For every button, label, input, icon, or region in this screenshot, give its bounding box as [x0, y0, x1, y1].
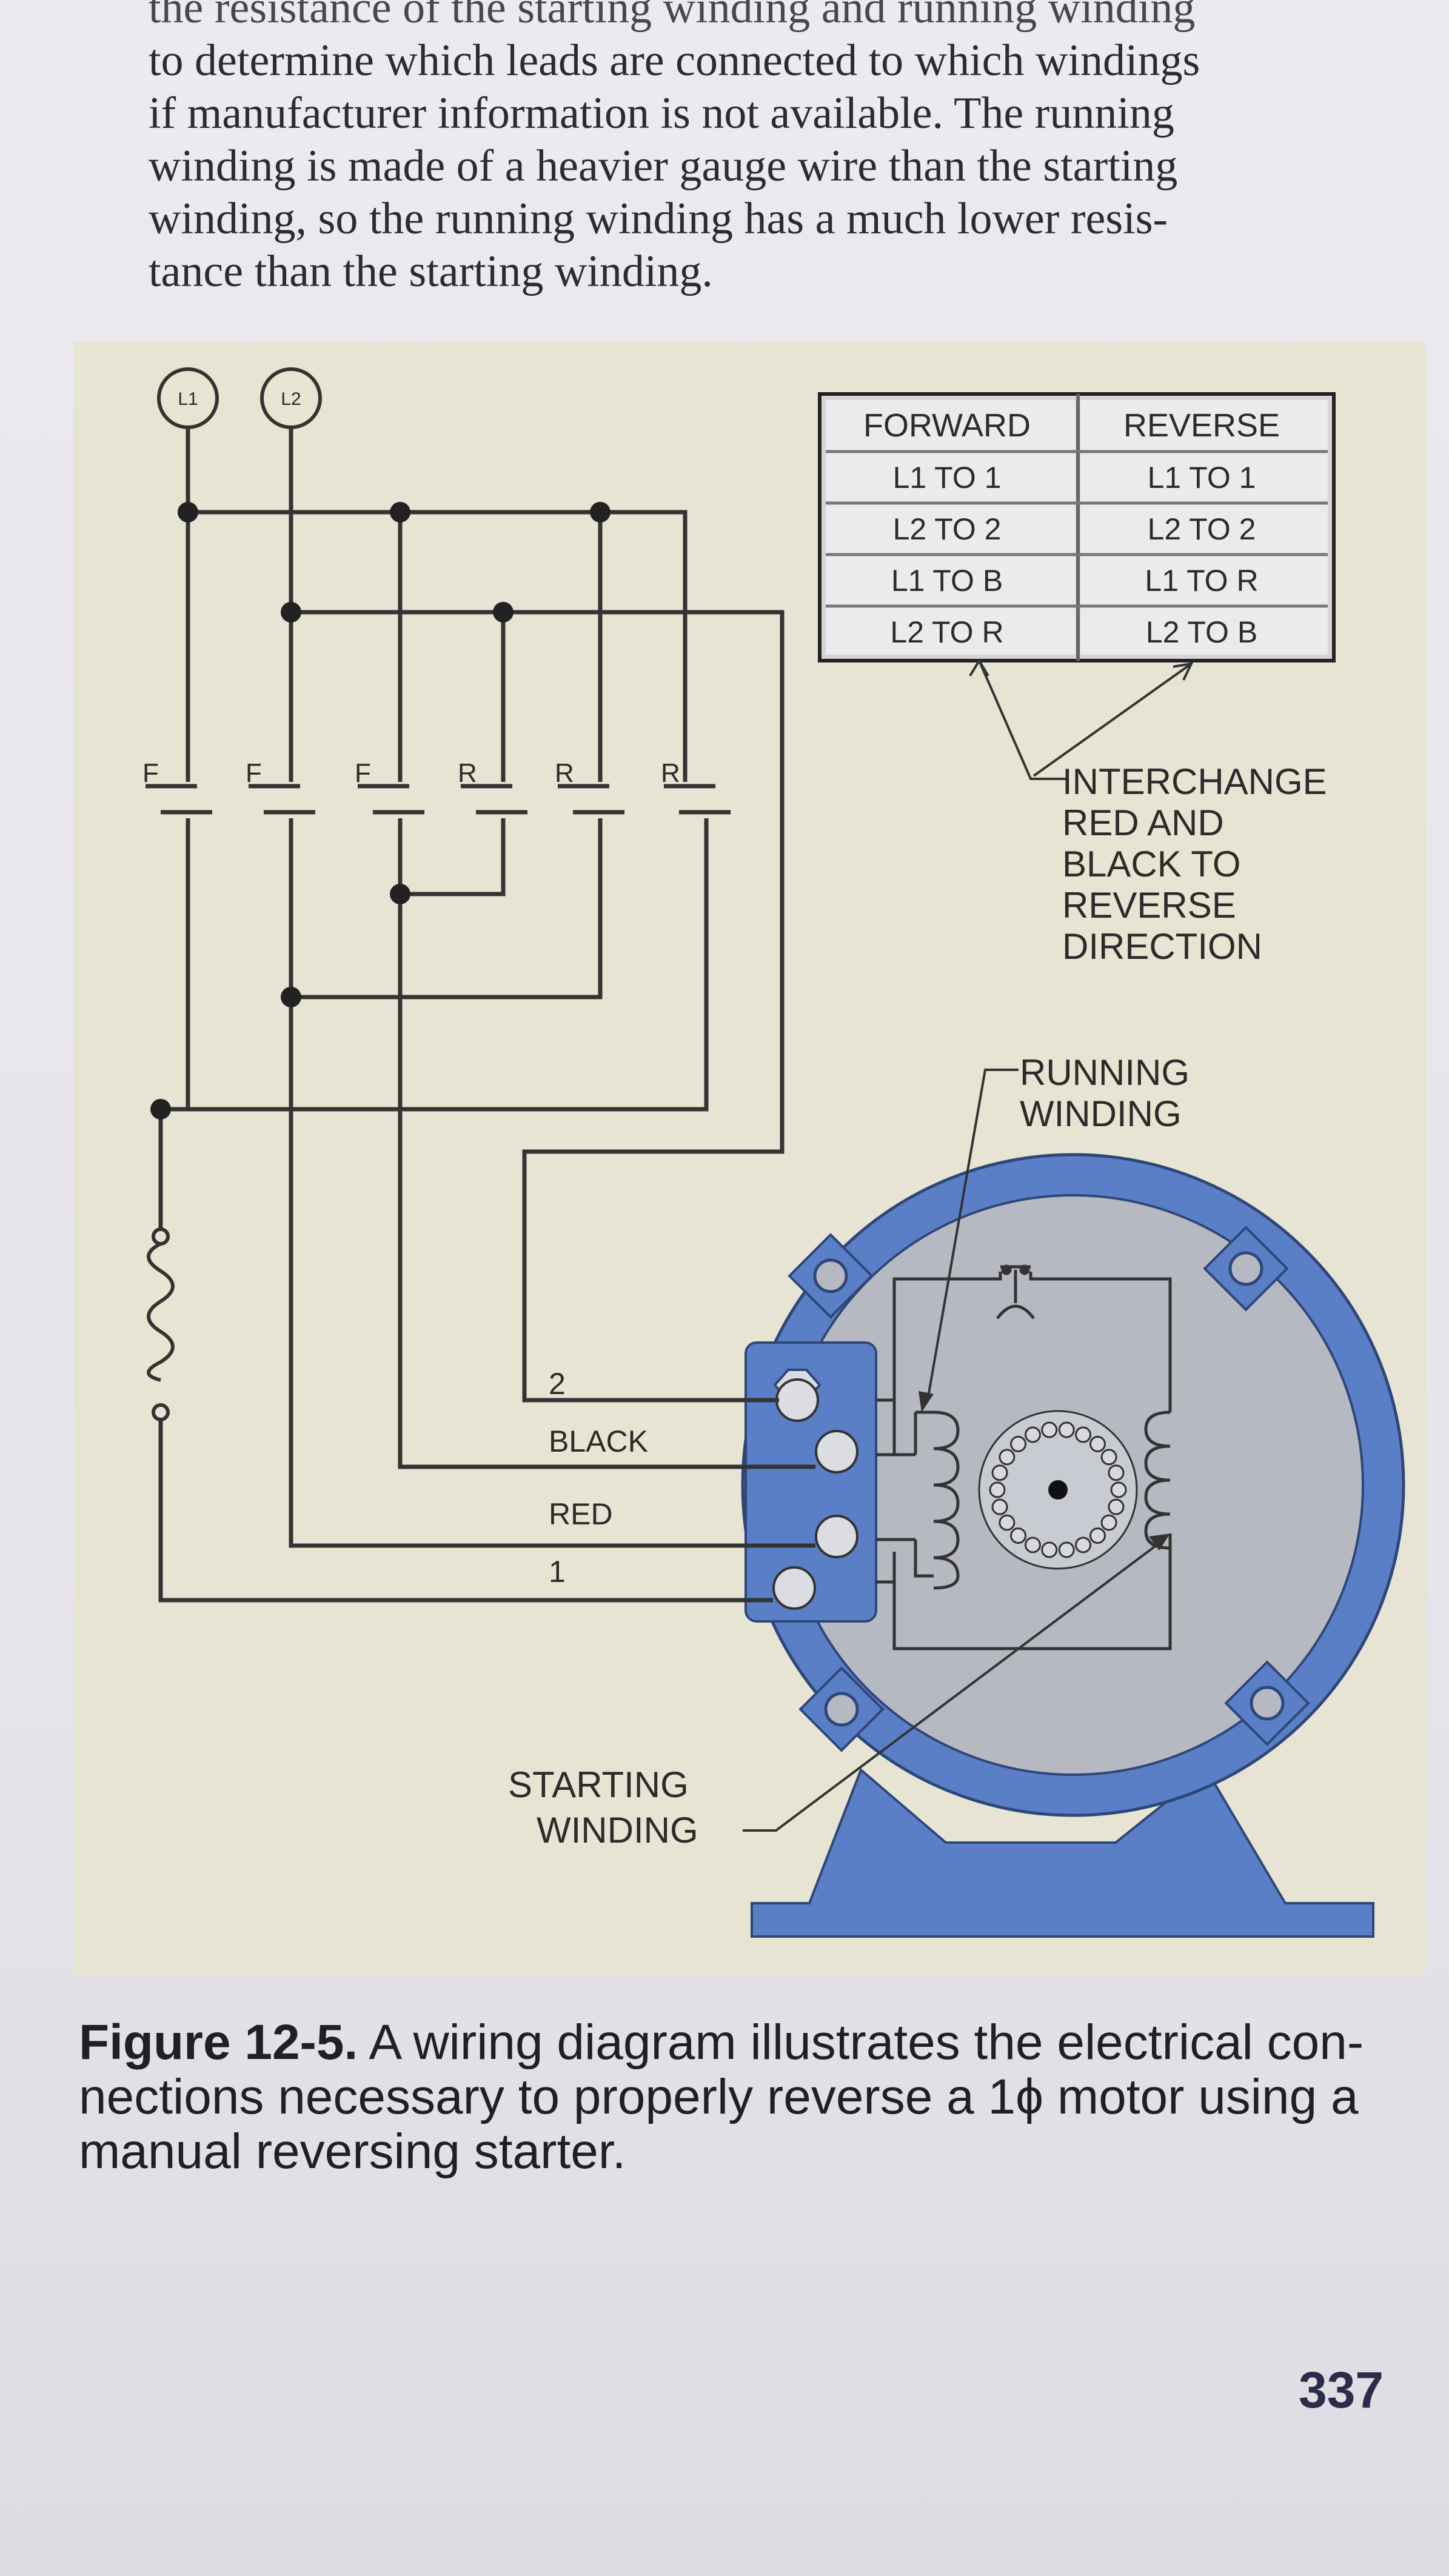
- contact-label: F: [355, 758, 371, 788]
- lead-label-black: BLACK: [549, 1424, 648, 1458]
- contact-label: R: [458, 758, 477, 788]
- table-cell: L1 TO R: [1145, 564, 1258, 598]
- body-text-line: tance than the starting winding.: [149, 247, 713, 296]
- rotor-slot: [1110, 1481, 1127, 1498]
- motor: [741, 1153, 1405, 1938]
- motor-bolts: [788, 1226, 1310, 1752]
- lead-label-red: RED: [549, 1497, 613, 1531]
- contact-label: R: [661, 758, 680, 788]
- contact-r: R: [458, 758, 527, 815]
- rotor-slot: [991, 1464, 1008, 1481]
- interchange-note-line: DIRECTION: [1062, 926, 1262, 967]
- rotor-slot: [1041, 1541, 1058, 1558]
- interchange-note-line: RED AND: [1062, 802, 1224, 843]
- caption-line: nections necessary to properly reverse a…: [79, 2069, 1359, 2124]
- interchange-note-line: BLACK TO: [1062, 844, 1241, 884]
- rotor-slot: [1108, 1464, 1125, 1481]
- contact-f: F: [355, 758, 424, 815]
- interchange-note-line: REVERSE: [1062, 885, 1236, 926]
- overload-switch: [147, 1227, 175, 1421]
- terminal-screws: [772, 1369, 858, 1610]
- running-winding-callout: RUNNING WINDING: [919, 1052, 1190, 1412]
- body-text-line: winding is made of a heavier gauge wire …: [149, 141, 1178, 191]
- wiring-diagram: F F F R R R L1 L2 2 BLACK RED 1 FORWARD REVERS…: [142, 367, 1405, 1938]
- lead-label-2: 2: [549, 1367, 566, 1401]
- rotor-slot: [1058, 1541, 1075, 1558]
- running-winding-label-line: WINDING: [1020, 1093, 1182, 1134]
- motor-internal-wiring: [876, 1272, 1172, 1650]
- rotor-slot: [1010, 1435, 1027, 1452]
- rotor-slot: [1075, 1426, 1092, 1443]
- caption-text: A wiring diagram illustrates the electri…: [358, 2015, 1364, 2070]
- page-number: 337: [1299, 2361, 1384, 2418]
- contact-r: R: [555, 758, 624, 815]
- rotor-slot: [1041, 1421, 1058, 1438]
- table-cell: L2 TO B: [1146, 615, 1257, 649]
- caption-line: manual reversing starter.: [79, 2124, 626, 2179]
- rotor-slot: [1108, 1498, 1125, 1515]
- body-text-line: if manufacturer information is not avail…: [149, 88, 1174, 138]
- rotor-slot: [999, 1514, 1016, 1531]
- rotor-slot: [1024, 1426, 1041, 1443]
- control-wiring: [158, 427, 815, 1603]
- contact-f: F: [142, 758, 212, 815]
- rotor-dots: [989, 1421, 1127, 1558]
- body-text-line: to determine which leads are connected t…: [149, 36, 1200, 85]
- contact-r: R: [661, 758, 731, 815]
- contact-label: F: [246, 758, 262, 788]
- table-cell: L2 TO 2: [893, 512, 1002, 546]
- rotor-slot: [1058, 1421, 1075, 1438]
- centrifugal-switch: [996, 1264, 1035, 1320]
- figure-label: Figure 12-5.: [79, 2015, 358, 2070]
- rotor-slot: [1089, 1435, 1106, 1452]
- running-winding-coil: [933, 1410, 960, 1590]
- lead-label-1: 1: [549, 1555, 566, 1589]
- junction-dots: [150, 502, 611, 1119]
- rotor-slot: [1100, 1449, 1117, 1466]
- table-cell: L1 TO B: [891, 564, 1003, 598]
- body-text: the resistance of the starting winding a…: [149, 0, 1373, 298]
- rotor-slot: [1024, 1537, 1041, 1553]
- contact-label: F: [142, 758, 159, 788]
- starting-winding-callout: STARTING WINDING: [508, 1533, 1170, 1850]
- rotor-slot: [999, 1449, 1016, 1466]
- caption-line: Figure 12-5. A wiring diagram illustrate…: [79, 2015, 1431, 2070]
- interchange-note: INTERCHANGE RED AND BLACK TO REVERSE DIR…: [1062, 761, 1327, 967]
- body-text-line: winding, so the running winding has a mu…: [149, 194, 1168, 244]
- interchange-arrows: [969, 658, 1194, 780]
- l1-label: L1: [178, 389, 198, 409]
- running-winding-label-line: RUNNING: [1020, 1052, 1190, 1093]
- l2-terminal: [260, 367, 322, 429]
- table-header: REVERSE: [1123, 407, 1280, 444]
- rotor-slot: [989, 1481, 1006, 1498]
- rotor-slot: [1010, 1527, 1027, 1544]
- table-header: FORWARD: [863, 407, 1031, 444]
- l2-label: L2: [281, 389, 301, 409]
- rotor-slot: [991, 1498, 1008, 1515]
- connection-table: FORWARD REVERSE L1 TO 1 L1 TO 1 L2 TO 2 L2 TO…: [818, 392, 1336, 662]
- starting-winding-coil: [1144, 1410, 1171, 1550]
- motor-base: [751, 1767, 1374, 1938]
- starting-winding-label-line: STARTING: [508, 1764, 689, 1805]
- rotor-slot: [1075, 1537, 1092, 1553]
- contact-label: R: [555, 758, 574, 788]
- table-cell: L1 TO 1: [893, 461, 1002, 495]
- l1-terminal: [157, 367, 219, 429]
- interchange-note-line: INTERCHANGE: [1062, 761, 1327, 802]
- table-cell: L2 TO R: [890, 615, 1003, 649]
- figure-caption: Figure 12-5. A wiring diagram illustrate…: [79, 2015, 1431, 2179]
- rotor-slot: [1089, 1527, 1106, 1544]
- line-terminals: L1 L2: [157, 367, 322, 429]
- table-cell: L2 TO 2: [1148, 512, 1256, 546]
- rotor-slot: [1100, 1514, 1117, 1531]
- starting-winding-label-line: WINDING: [537, 1810, 698, 1850]
- body-text-line: the resistance of the starting winding a…: [149, 0, 1196, 33]
- table-cell: L1 TO 1: [1148, 461, 1256, 495]
- contact-f: F: [246, 758, 315, 815]
